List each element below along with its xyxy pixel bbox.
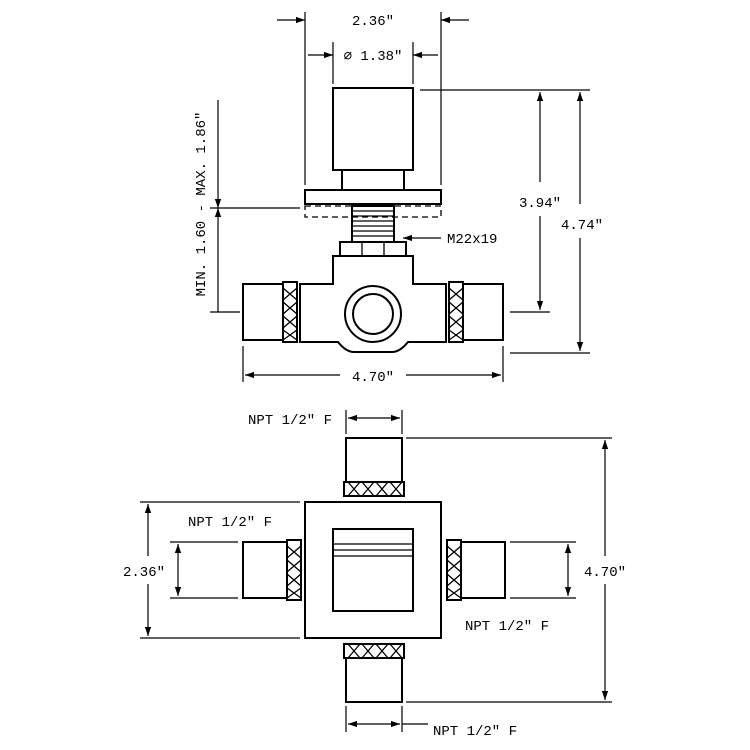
- plan-height-label: 4.70": [584, 565, 626, 581]
- plan-bottom-ring: [343, 643, 405, 659]
- right-pipe: [462, 283, 504, 341]
- plan-left-ring: [286, 539, 302, 601]
- trim-stem: [341, 169, 405, 191]
- dim-body-width: 4.70": [352, 370, 394, 386]
- plan-port-top-label: NPT 1/2" F: [248, 413, 332, 429]
- left-compression-ring: [282, 281, 298, 343]
- plan-left-pipe: [242, 541, 288, 599]
- dim-wall-range: MIN. 1.60 - MAX. 1.86": [194, 112, 210, 297]
- hex-nut: [339, 241, 407, 257]
- plan-right-ring: [446, 539, 462, 601]
- dim-height-inner: 3.94": [519, 196, 561, 212]
- dim-height-outer: 4.74": [561, 218, 603, 234]
- plan-view: NPT 1/2" F NPT 1/2" F 2.36" NPT 1/2" F 4…: [123, 410, 626, 740]
- escutcheon-plate: [304, 189, 442, 205]
- valve-body: [299, 255, 447, 353]
- plan-trim-width-label: 2.36": [123, 565, 165, 581]
- central-outlet-outer: [344, 285, 402, 343]
- plan-trim-lever: [332, 528, 414, 612]
- left-pipe: [242, 283, 284, 341]
- dashed-wall-plate: [304, 205, 442, 218]
- threaded-stem: [351, 205, 395, 243]
- right-compression-ring: [448, 281, 464, 343]
- plan-escutcheon: [304, 501, 442, 639]
- side-elevation-view: 2.36" ⌀ 1.38" MIN. 1.60 - MAX. 1.86" M22…: [194, 12, 603, 386]
- thread-callout: M22x19: [447, 232, 497, 248]
- plan-port-bottom-label: NPT 1/2" F: [433, 724, 517, 740]
- plan-right-pipe: [460, 541, 506, 599]
- trim-knob: [332, 87, 414, 171]
- dim-top-width: 2.36": [352, 14, 394, 30]
- plan-port-right-label: NPT 1/2" F: [465, 619, 549, 635]
- plan-port-left-label: NPT 1/2" F: [188, 515, 272, 531]
- plan-top-pipe: [345, 437, 403, 483]
- plan-bottom-pipe: [345, 657, 403, 703]
- central-outlet-inner: [352, 293, 394, 335]
- plan-top-ring: [343, 481, 405, 497]
- dim-trim-diameter: ⌀ 1.38": [344, 49, 403, 65]
